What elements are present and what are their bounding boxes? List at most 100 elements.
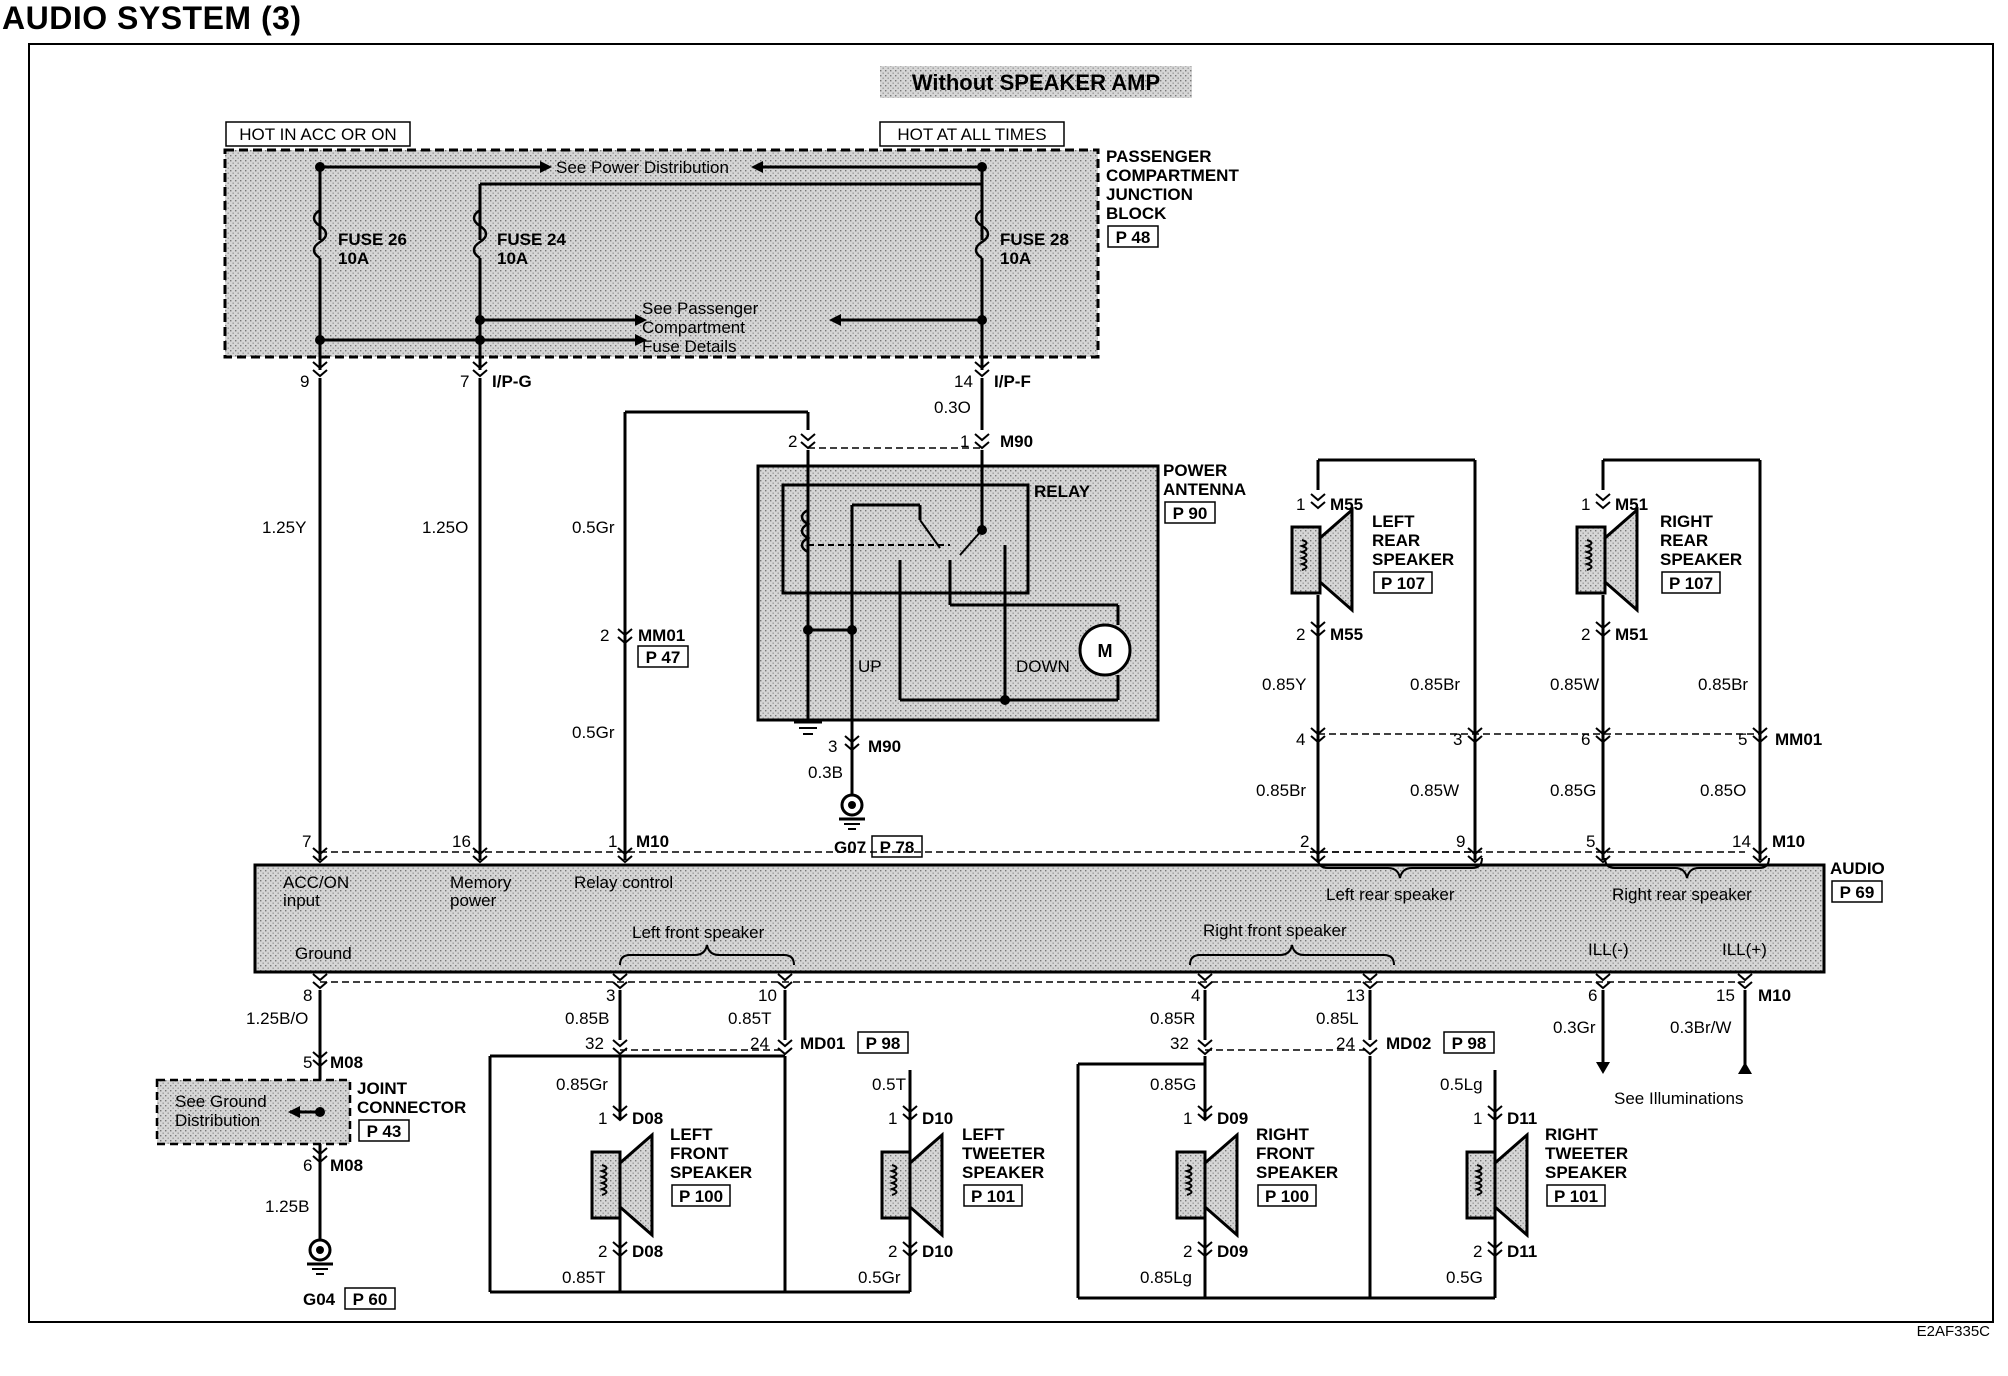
audio-unit [253, 863, 1826, 974]
svg-text:1.25O: 1.25O [422, 518, 468, 537]
svg-text:Relay control: Relay control [574, 873, 673, 892]
svg-text:10: 10 [758, 986, 777, 1005]
svg-text:DOWN: DOWN [1016, 657, 1070, 676]
svg-text:TWEETER: TWEETER [962, 1144, 1045, 1163]
svg-text:0.5Lg: 0.5Lg [1440, 1075, 1483, 1094]
svg-text:M51: M51 [1615, 495, 1648, 514]
svg-text:M08: M08 [330, 1156, 363, 1175]
svg-text:M10: M10 [1758, 986, 1791, 1005]
svg-text:6: 6 [1588, 986, 1597, 1005]
fuse-28-rating: 10A [1000, 249, 1031, 268]
svg-text:P 107: P 107 [1669, 574, 1713, 593]
svg-text:CONNECTOR: CONNECTOR [357, 1098, 466, 1117]
svg-text:Memory: Memory [450, 873, 512, 892]
svg-text:SPEAKER: SPEAKER [670, 1163, 752, 1182]
svg-text:P 100: P 100 [679, 1187, 723, 1206]
svg-text:P 98: P 98 [866, 1034, 901, 1053]
svg-text:1: 1 [1473, 1109, 1482, 1128]
svg-text:0.5Gr: 0.5Gr [858, 1268, 901, 1287]
svg-text:0.3Gr: 0.3Gr [1553, 1018, 1596, 1037]
svg-text:0.85Y: 0.85Y [1262, 675, 1306, 694]
svg-text:ILL(-): ILL(-) [1588, 940, 1629, 959]
svg-text:See Illuminations: See Illuminations [1614, 1089, 1743, 1108]
svg-text:M10: M10 [1772, 832, 1805, 851]
svg-text:1: 1 [598, 1109, 607, 1128]
see-fuse-details-2: Compartment [642, 318, 745, 337]
svg-text:FRONT: FRONT [1256, 1144, 1315, 1163]
svg-text:16: 16 [452, 832, 471, 851]
svg-text:0.85Gr: 0.85Gr [556, 1075, 608, 1094]
svg-text:2: 2 [1473, 1242, 1482, 1261]
svg-text:Right front speaker: Right front speaker [1203, 921, 1347, 940]
svg-text:D08: D08 [632, 1109, 663, 1128]
svg-text:P 101: P 101 [971, 1187, 1015, 1206]
svg-text:1.25Y: 1.25Y [262, 518, 306, 537]
svg-text:0.85R: 0.85R [1150, 1009, 1195, 1028]
svg-text:2: 2 [1581, 625, 1590, 644]
see-power-distribution: See Power Distribution [556, 158, 729, 177]
svg-text:0.3B: 0.3B [808, 763, 843, 782]
see-fuse-details-3: Fuse Details [642, 337, 736, 356]
svg-text:0.85T: 0.85T [562, 1268, 605, 1287]
svg-text:0.85Br: 0.85Br [1698, 675, 1748, 694]
svg-text:13: 13 [1346, 986, 1365, 1005]
svg-text:ACC/ON: ACC/ON [283, 873, 349, 892]
svg-text:D10: D10 [922, 1242, 953, 1261]
svg-text:2: 2 [888, 1242, 897, 1261]
svg-text:LEFT: LEFT [1372, 512, 1415, 531]
svg-text:1: 1 [1581, 495, 1590, 514]
svg-text:MM01: MM01 [1775, 730, 1822, 749]
svg-text:RIGHT: RIGHT [1256, 1125, 1310, 1144]
figure-code: E2AF335C [1917, 1323, 1991, 1340]
svg-text:14: 14 [1732, 832, 1751, 851]
svg-text:RIGHT: RIGHT [1545, 1125, 1599, 1144]
svg-text:0.85G: 0.85G [1150, 1075, 1196, 1094]
svg-text:G04: G04 [303, 1290, 336, 1309]
svg-text:0.85B: 0.85B [565, 1009, 609, 1028]
svg-text:M90: M90 [1000, 432, 1033, 451]
svg-text:Right rear speaker: Right rear speaker [1612, 885, 1752, 904]
svg-text:input: input [283, 891, 320, 910]
antenna-motor [1078, 623, 1132, 677]
svg-text:M55: M55 [1330, 625, 1363, 644]
svg-text:UP: UP [858, 657, 882, 676]
svg-text:32: 32 [1170, 1034, 1189, 1053]
svg-text:G07: G07 [834, 838, 866, 857]
svg-text:2: 2 [598, 1242, 607, 1261]
svg-text:0.85L: 0.85L [1316, 1009, 1359, 1028]
svg-text:Left front speaker: Left front speaker [632, 923, 765, 942]
svg-text:REAR: REAR [1660, 531, 1708, 550]
svg-text:2: 2 [788, 432, 797, 451]
svg-text:7: 7 [302, 832, 311, 851]
svg-text:JOINT: JOINT [357, 1079, 408, 1098]
fuse-28-name: FUSE 28 [1000, 230, 1069, 249]
svg-text:M90: M90 [868, 737, 901, 756]
svg-text:LEFT: LEFT [962, 1125, 1005, 1144]
svg-text:4: 4 [1191, 986, 1200, 1005]
jb-ref: P 48 [1116, 228, 1151, 247]
svg-text:MM01: MM01 [638, 626, 685, 645]
svg-text:P 78: P 78 [880, 838, 915, 857]
svg-text:D09: D09 [1217, 1109, 1248, 1128]
svg-text:0.3O: 0.3O [934, 398, 971, 417]
diagram-heading: Without SPEAKER AMP [912, 70, 1160, 95]
svg-text:2: 2 [1183, 1242, 1192, 1261]
svg-text:3: 3 [828, 737, 837, 756]
svg-text:0.85T: 0.85T [728, 1009, 771, 1028]
svg-text:P 98: P 98 [1452, 1034, 1487, 1053]
svg-text:REAR: REAR [1372, 531, 1420, 550]
svg-text:0.85W: 0.85W [1410, 781, 1459, 800]
heading-shade [880, 66, 1192, 98]
svg-text:I/P-F: I/P-F [994, 372, 1031, 391]
svg-text:15: 15 [1716, 986, 1735, 1005]
svg-text:0.5Gr: 0.5Gr [572, 723, 615, 742]
svg-text:1: 1 [1183, 1109, 1192, 1128]
jb-label-2: COMPARTMENT [1106, 166, 1239, 185]
fuse-24-name: FUSE 24 [497, 230, 567, 249]
svg-text:SPEAKER: SPEAKER [1660, 550, 1742, 569]
svg-text:M55: M55 [1330, 495, 1363, 514]
svg-text:P 60: P 60 [353, 1290, 388, 1309]
svg-text:5: 5 [1586, 832, 1595, 851]
svg-text:P 43: P 43 [367, 1122, 402, 1141]
